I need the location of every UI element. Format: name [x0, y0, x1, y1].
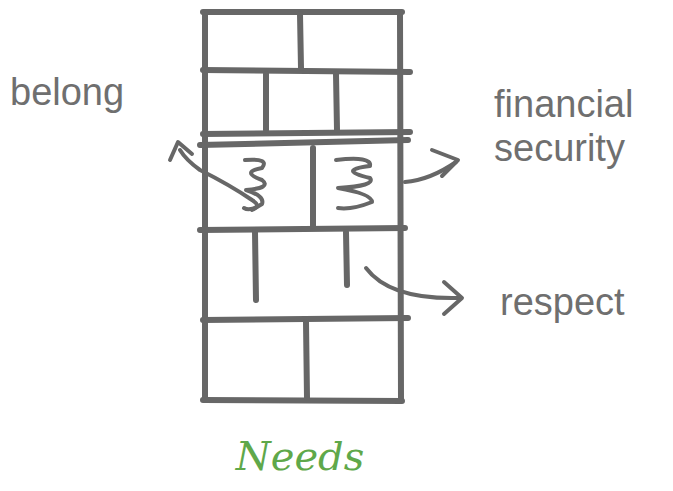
caption: Needs — [200, 432, 400, 480]
need-label: respect — [500, 280, 665, 324]
need-label: belong — [10, 70, 180, 114]
need-label: financial security — [494, 82, 666, 170]
